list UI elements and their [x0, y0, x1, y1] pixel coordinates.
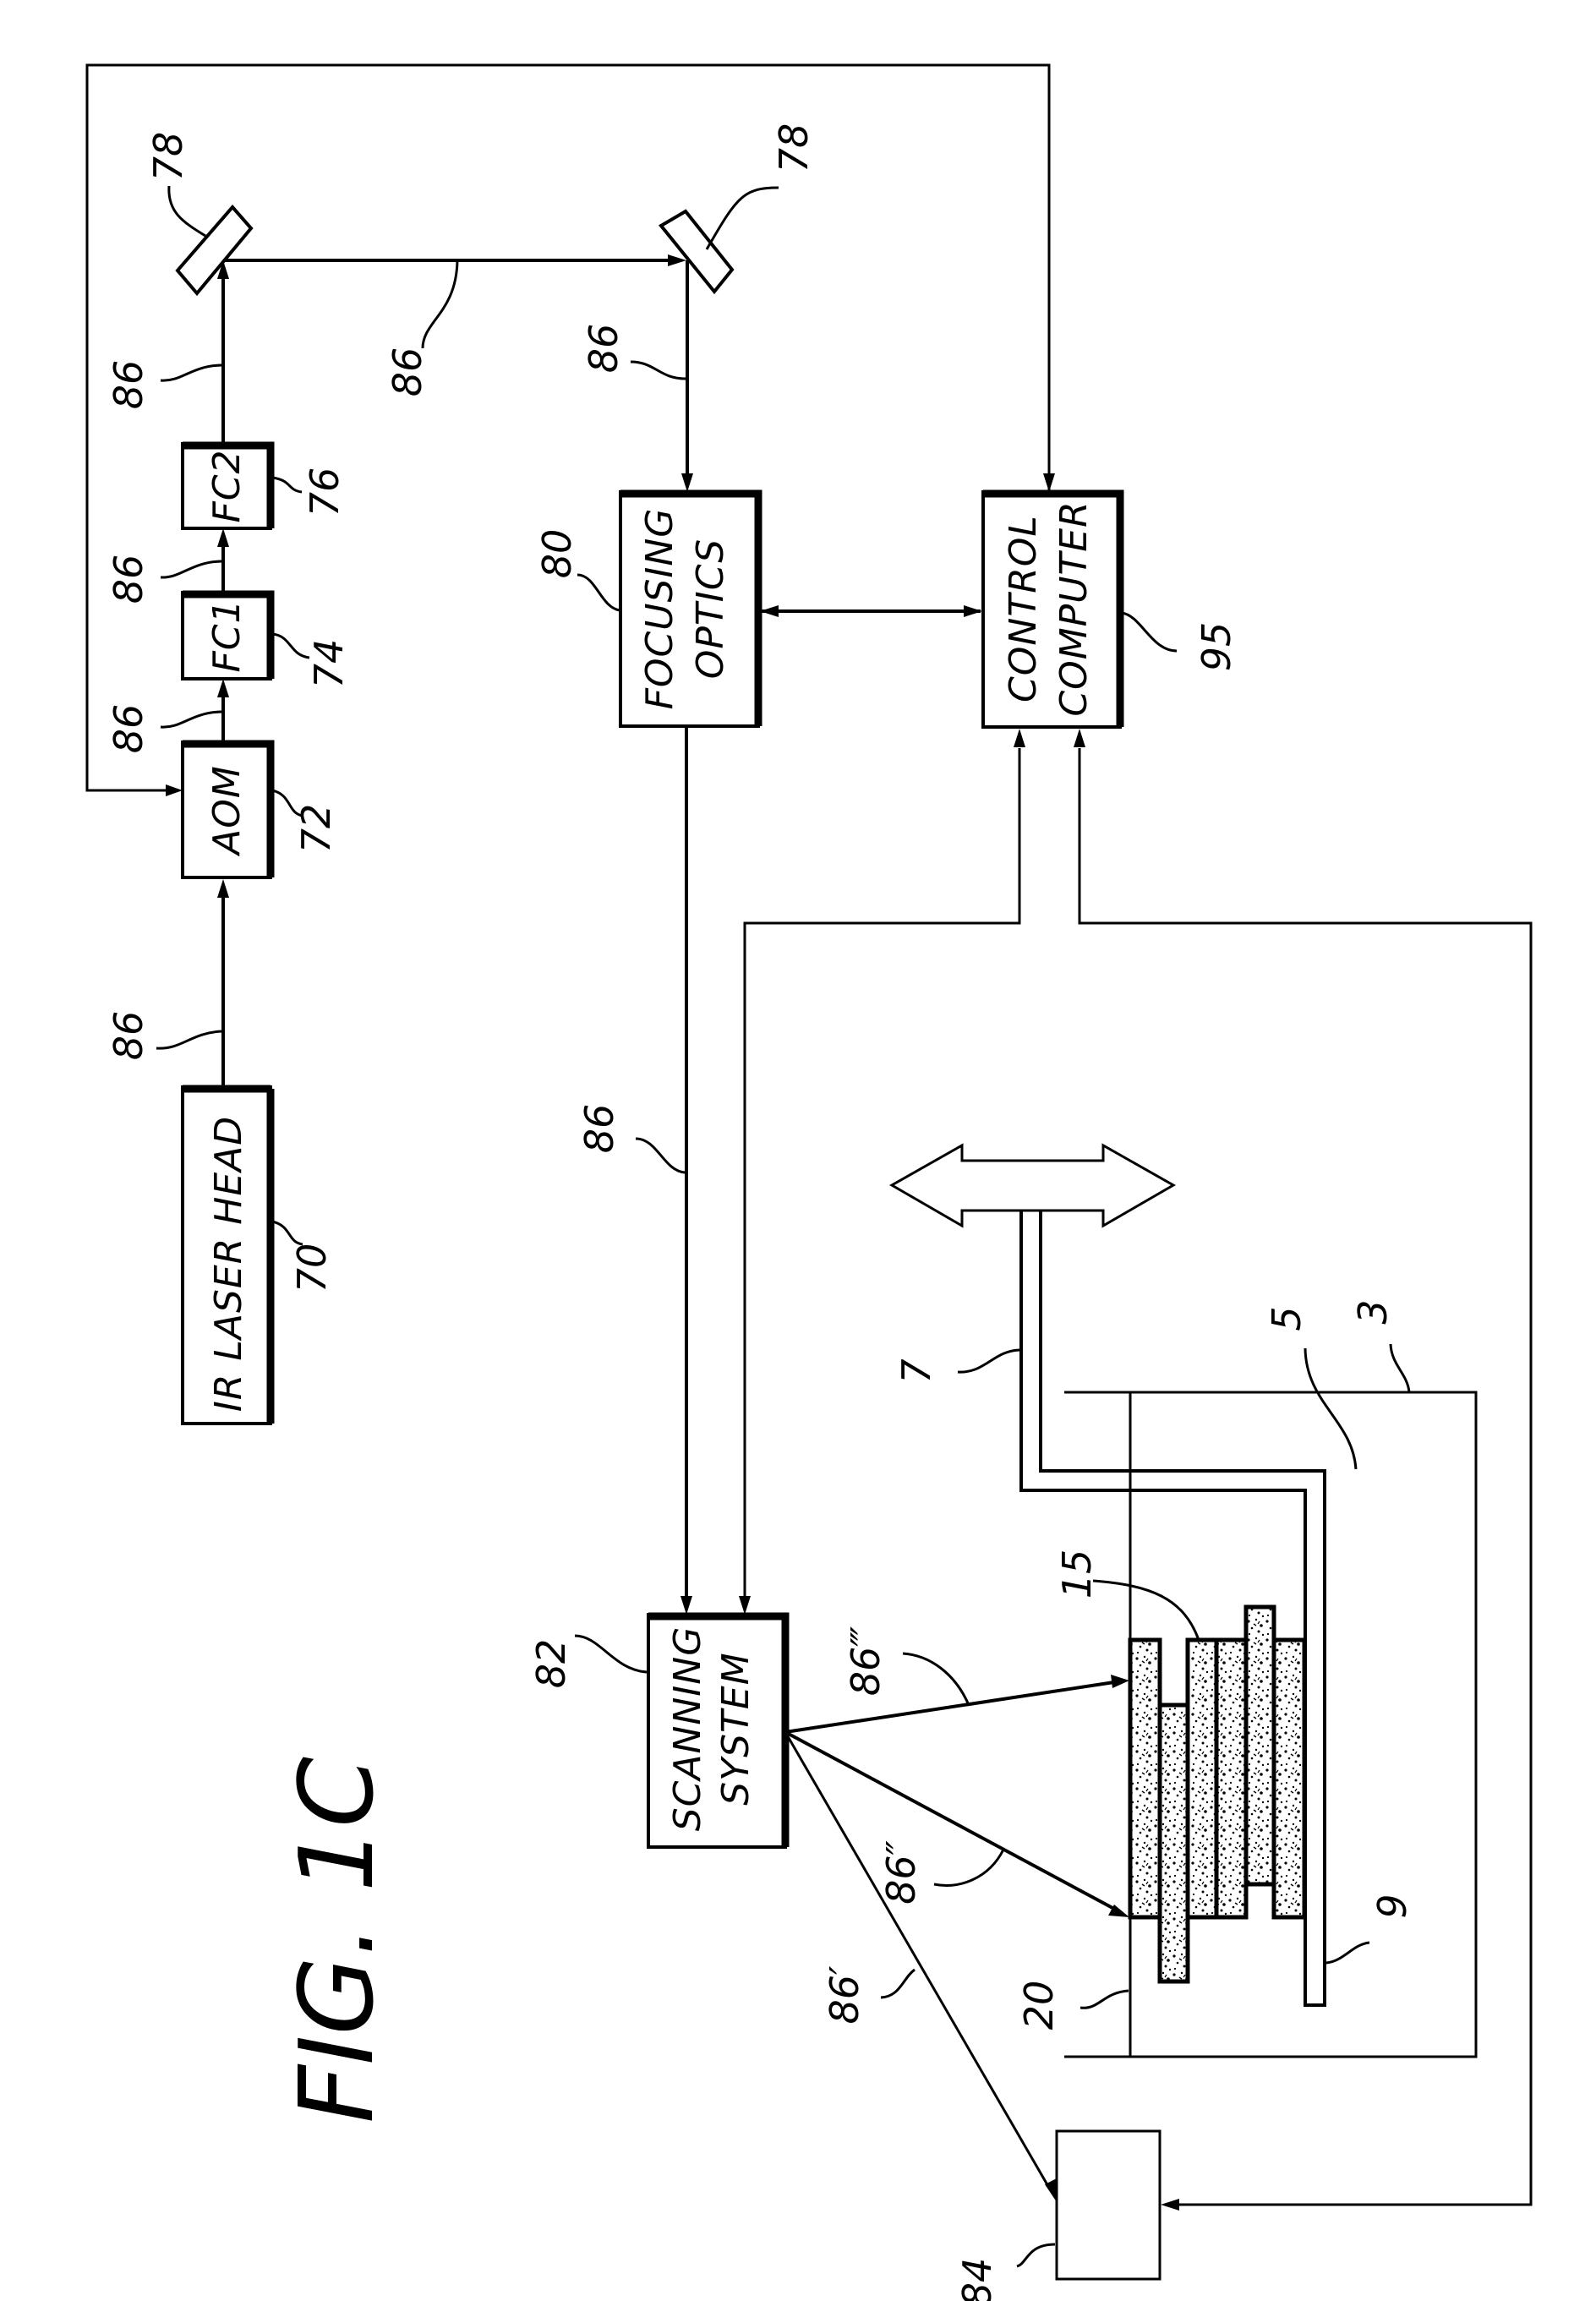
piston-motion-arrow	[892, 1145, 1173, 1226]
leader-9	[1326, 1943, 1369, 1963]
figure-title: FIG. 1C	[279, 1757, 396, 2123]
leader-70	[272, 1222, 303, 1244]
beam-mirror1-to-mirror2	[223, 254, 686, 266]
leader-78-a	[169, 186, 205, 236]
ref-80: 80	[534, 529, 580, 579]
leader-82	[575, 1636, 647, 1672]
leader-86-d	[161, 365, 221, 380]
leader-7	[958, 1350, 1019, 1372]
leader-15	[1093, 1581, 1199, 1640]
leader-3	[1391, 1344, 1409, 1392]
beam-focusing-to-scanning	[680, 726, 692, 1615]
scan-beam-label-3: 86‴	[843, 1626, 888, 1697]
ref-5: 5	[1264, 1306, 1309, 1331]
ref-7: 7	[894, 1358, 939, 1383]
leader-86-e	[423, 260, 457, 348]
ref-74: 74	[306, 639, 352, 689]
ref-78-a: 78	[145, 132, 191, 182]
ref-9: 9	[1369, 1894, 1415, 1918]
focusing-optics-box: FOCUSING OPTICS	[620, 492, 758, 726]
scan-beam-2	[785, 1732, 1129, 1917]
ref-70: 70	[289, 1243, 335, 1293]
fc1-box: FC1	[183, 593, 271, 679]
control-computer-label-1: CONTROL	[1002, 515, 1045, 702]
ref-20: 20	[1016, 1981, 1062, 2030]
layer-4	[1216, 1640, 1246, 1917]
beam-label-86-c: 86	[106, 555, 151, 604]
layer-1	[1130, 1640, 1160, 1917]
aom-label: AOM	[205, 765, 249, 857]
layer-5	[1246, 1607, 1274, 1884]
beam-fc2-to-mirror1	[217, 260, 229, 444]
beam-label-86-d: 86	[106, 360, 151, 410]
beam-mirror2-to-focusing	[681, 260, 693, 492]
leader-86-g	[636, 1139, 685, 1172]
leader-84	[1017, 2244, 1055, 2266]
leader-86-a	[156, 1031, 221, 1048]
control-computer-label-2: COMPUTER	[1052, 500, 1096, 716]
leader-86-b	[161, 712, 221, 727]
beam-label-86-f: 86	[581, 324, 626, 374]
control-computer-box: CONTROL COMPUTER	[983, 492, 1120, 727]
leader-95	[1122, 613, 1177, 651]
scan-beam-label-1: 86′	[822, 1965, 867, 2025]
ref-3: 3	[1350, 1299, 1396, 1324]
scanning-system-label-1: SCANNING	[666, 1626, 709, 1832]
ref-82: 82	[528, 1639, 574, 1689]
leader-scan-2	[934, 1850, 1003, 1885]
scan-beam-label-2: 86″	[878, 1840, 924, 1905]
leader-20	[1080, 1991, 1129, 2008]
leader-scan-3	[903, 1653, 969, 1705]
computer-scanning-link	[739, 729, 1025, 1615]
focusing-optics-label-2: OPTICS	[689, 538, 732, 680]
beam-label-86-a: 86	[106, 1011, 151, 1061]
leader-78-b	[707, 188, 779, 249]
ref-95: 95	[1194, 622, 1239, 672]
beam-laser-to-aom	[217, 879, 229, 1087]
focusing-computer-link	[760, 605, 982, 617]
detector-box	[1057, 2131, 1160, 2279]
focusing-optics-label-1: FOCUSING	[638, 508, 681, 710]
layer-2	[1160, 1705, 1188, 1981]
aom-box: AOM	[183, 742, 271, 877]
beam-label-86-g: 86	[577, 1104, 622, 1154]
part-layers	[1130, 1607, 1304, 1981]
laser-head-box: IR LASER HEAD	[183, 1087, 271, 1424]
ref-84: 84	[954, 2258, 1000, 2301]
mirror-1	[178, 207, 251, 293]
ref-72: 72	[293, 804, 339, 854]
beam-aom-to-fc1	[217, 679, 229, 742]
layer-6	[1274, 1640, 1304, 1917]
leader-5	[1305, 1348, 1356, 1469]
ref-78-b: 78	[771, 123, 817, 173]
leader-86-f	[631, 362, 686, 379]
beam-label-86-e: 86	[385, 347, 430, 397]
layer-3	[1188, 1640, 1216, 1917]
fc2-box: FC2	[183, 444, 271, 528]
ref-76: 76	[302, 467, 347, 517]
leader-80	[577, 575, 620, 610]
leader-scan-1	[881, 1970, 915, 1998]
leader-76	[272, 478, 302, 492]
beam-label-86-b: 86	[106, 704, 151, 754]
laser-head-label: IR LASER HEAD	[207, 1116, 250, 1412]
leader-74	[272, 634, 309, 658]
fc2-label: FC2	[205, 449, 249, 522]
aom-feedback-line	[87, 65, 1055, 796]
ref-15: 15	[1054, 1549, 1100, 1599]
scanning-system-box: SCANNING SYSTEM	[648, 1615, 785, 1847]
fc1-label: FC1	[205, 598, 249, 672]
scanning-system-label-2: SYSTEM	[714, 1652, 757, 1805]
leader-86-c	[161, 561, 221, 577]
